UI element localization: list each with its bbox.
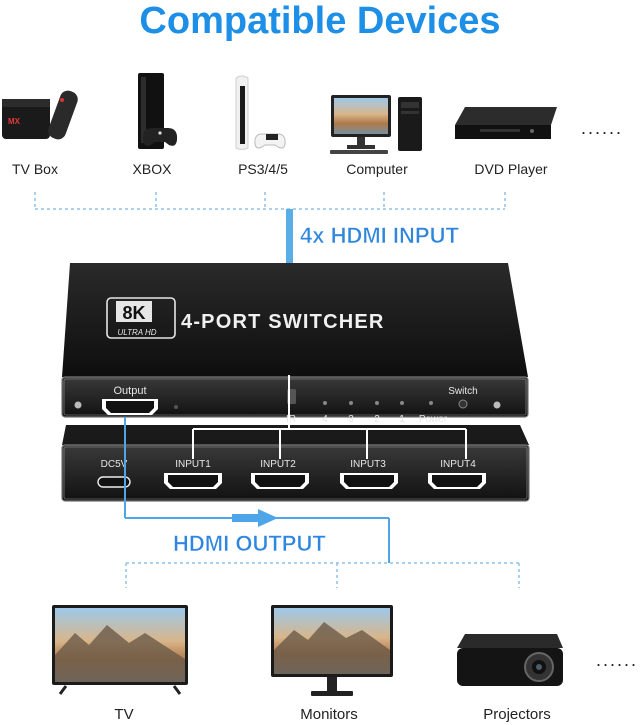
output-port-label: Output [113, 385, 146, 397]
input-hdmi-port-1 [164, 473, 222, 489]
playstation-console-icon [235, 75, 286, 150]
output-distribution-lines [125, 562, 520, 588]
input-hdmi-port-2 [251, 473, 309, 489]
front-screw-right [493, 401, 501, 409]
input3-label: INPUT3 [350, 459, 386, 470]
front-screw-left [74, 401, 82, 409]
8k-ultra-hd-badge: 8K ULTRA HD [106, 297, 176, 339]
tv-icon [52, 605, 188, 695]
input-banner: 4x HDMI INPUT [300, 223, 459, 248]
source-label-tv-box: TV Box [12, 161, 58, 177]
dc5v-label: DC5V [101, 459, 128, 470]
led-label-4: 4 [322, 414, 328, 425]
output-hdmi-port [102, 399, 158, 415]
output-connection-line [124, 417, 390, 563]
page-title: Compatible Devices [139, 0, 500, 42]
source-label-dvd: DVD Player [474, 161, 547, 177]
dc5v-port [97, 476, 131, 488]
output-banner: HDMI OUTPUT [173, 531, 326, 556]
output-label-monitors: Monitors [300, 706, 358, 723]
input4-label: INPUT4 [440, 459, 476, 470]
led-label-1: 1 [399, 414, 405, 425]
output-label-projectors: Projectors [483, 706, 551, 723]
led-label-3: 3 [348, 414, 354, 425]
more-outputs-indicator: ...... [596, 650, 638, 670]
source-label-computer: Computer [346, 161, 408, 177]
switch-label: Switch [448, 386, 477, 397]
projector-icon [457, 634, 563, 686]
input2-label: INPUT2 [260, 459, 296, 470]
badge-8k-label: 8K [122, 303, 145, 323]
source-label-xbox: XBOX [133, 161, 173, 177]
desktop-computer-icon [330, 95, 422, 154]
dvd-player-icon [455, 107, 557, 139]
svg-text:MX: MX [8, 117, 21, 126]
led-indicators [323, 401, 433, 405]
input-hdmi-port-3 [340, 473, 398, 489]
input1-label: INPUT1 [175, 459, 211, 470]
ir-label: IR [286, 414, 296, 425]
device-name: 4-PORT SWITCHER [181, 311, 385, 333]
led-label-2: 2 [374, 414, 380, 425]
ir-receiver-dot [174, 405, 178, 409]
switch-button [458, 399, 468, 409]
input-hdmi-port-4 [428, 473, 486, 489]
monitor-icon [271, 605, 393, 696]
xbox-console-icon [138, 73, 178, 149]
output-label-tv: TV [114, 706, 133, 723]
power-label: Power [419, 414, 448, 425]
input-distribution-lines [192, 375, 467, 459]
tv-box-icon: MX [2, 90, 78, 140]
input-collector-lines [34, 192, 506, 210]
output-arrow [232, 509, 278, 527]
more-sources-indicator: ...... [581, 118, 623, 138]
badge-ultra-hd-label: ULTRA HD [117, 328, 156, 337]
source-label-ps: PS3/4/5 [238, 161, 288, 177]
